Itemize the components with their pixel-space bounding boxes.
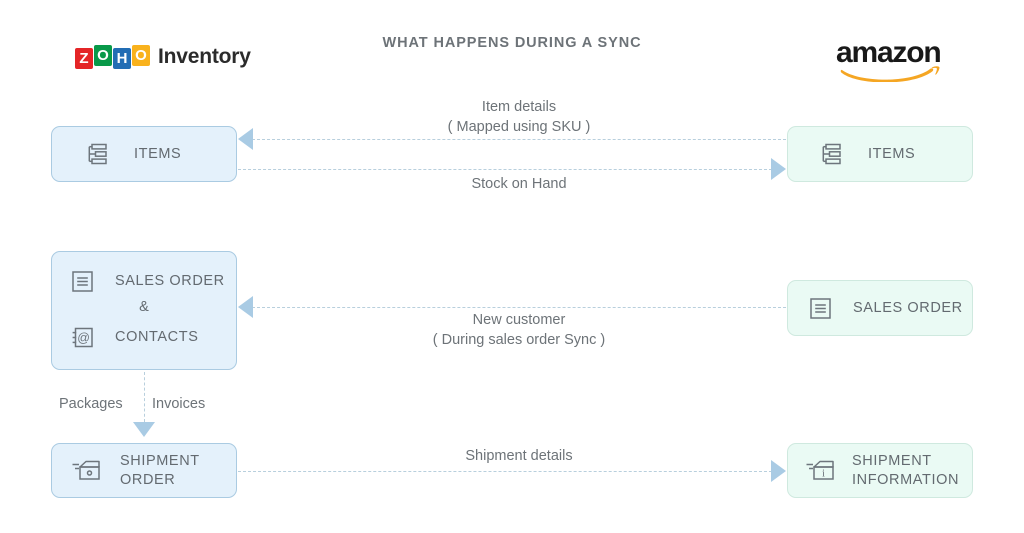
- amazon-smile-icon: [840, 66, 940, 82]
- edge-stock-on-hand-arrowhead: [771, 158, 786, 180]
- items-list-icon: [820, 141, 846, 167]
- svg-text:i: i: [822, 467, 825, 479]
- node-items-left[interactable]: ITEMS: [51, 126, 237, 182]
- edge-packages-label: Packages: [59, 396, 123, 412]
- node-sales-order-row: SALES ORDER: [70, 269, 225, 294]
- zoho-tile-o2: O: [132, 45, 150, 66]
- page-title: WHAT HAPPENS DURING A SYNC: [382, 35, 642, 51]
- node-shipment-information-right-label: SHIPMENT INFORMATION: [852, 452, 960, 488]
- shipment-info-box-icon: i: [804, 457, 836, 485]
- edge-shipment-details-line: [238, 471, 772, 472]
- items-list-icon: [86, 141, 112, 167]
- edge-new-customer-label: New customer ( During sales order Sync ): [389, 310, 649, 350]
- edge-item-details-line1: Item details: [481, 99, 557, 115]
- svg-text:@: @: [77, 331, 90, 345]
- node-sales-order-ampersand: &: [139, 299, 149, 315]
- amazon-wordmark: amazon: [836, 36, 942, 69]
- edge-new-customer-arrowhead: [238, 296, 253, 318]
- shipment-box-icon: [70, 457, 102, 485]
- edge-packages-invoices-line: [144, 372, 145, 422]
- node-sales-order-contacts-left[interactable]: SALES ORDER & @ CONTACTS: [51, 251, 237, 370]
- node-shipment-order-left-label: SHIPMENT ORDER: [120, 452, 200, 488]
- edge-invoices-label: Invoices: [152, 396, 206, 412]
- zoho-tile-h: H: [113, 48, 131, 69]
- node-sales-order-right[interactable]: SALES ORDER: [787, 280, 973, 336]
- zoho-inventory-wordmark: Inventory: [158, 45, 251, 68]
- node-items-left-label: ITEMS: [134, 145, 182, 162]
- node-contacts-row: @ CONTACTS: [70, 325, 198, 350]
- zoho-inventory-logo: Z O H O Inventory: [75, 42, 251, 72]
- zoho-tile-z: Z: [75, 48, 93, 69]
- edge-item-details-arrowhead: [238, 128, 253, 150]
- edge-stock-on-hand-label: Stock on Hand: [471, 176, 567, 192]
- edge-item-details-line: [252, 139, 786, 140]
- node-sales-order-right-label: SALES ORDER: [853, 299, 963, 316]
- node-items-right-label: ITEMS: [868, 145, 916, 162]
- edge-new-customer-line2: ( During sales order Sync ): [432, 332, 606, 348]
- edge-new-customer-line1: New customer: [472, 312, 566, 328]
- node-items-right[interactable]: ITEMS: [787, 126, 973, 182]
- edge-shipment-details-arrowhead: [771, 460, 786, 482]
- node-sales-order-left-label: SALES ORDER: [115, 273, 225, 289]
- document-lines-icon: [70, 269, 95, 294]
- edge-shipment-details-label: Shipment details: [465, 448, 573, 464]
- zoho-tile-o1: O: [94, 45, 112, 66]
- node-contacts-left-label: CONTACTS: [115, 329, 199, 345]
- edge-new-customer-line: [252, 307, 786, 308]
- edge-packages-invoices-arrowhead: [133, 422, 155, 437]
- edge-item-details-label: Item details ( Mapped using SKU ): [399, 97, 639, 137]
- edge-stock-on-hand-line: [238, 169, 772, 170]
- node-shipment-information-right[interactable]: i SHIPMENT INFORMATION: [787, 443, 973, 498]
- edge-item-details-line2: ( Mapped using SKU ): [447, 119, 591, 135]
- amazon-logo: amazon: [836, 36, 946, 82]
- node-shipment-order-left[interactable]: SHIPMENT ORDER: [51, 443, 237, 498]
- contacts-at-icon: @: [70, 325, 95, 350]
- zoho-logo-tiles: Z O H O: [75, 45, 151, 69]
- document-lines-icon: [808, 296, 833, 321]
